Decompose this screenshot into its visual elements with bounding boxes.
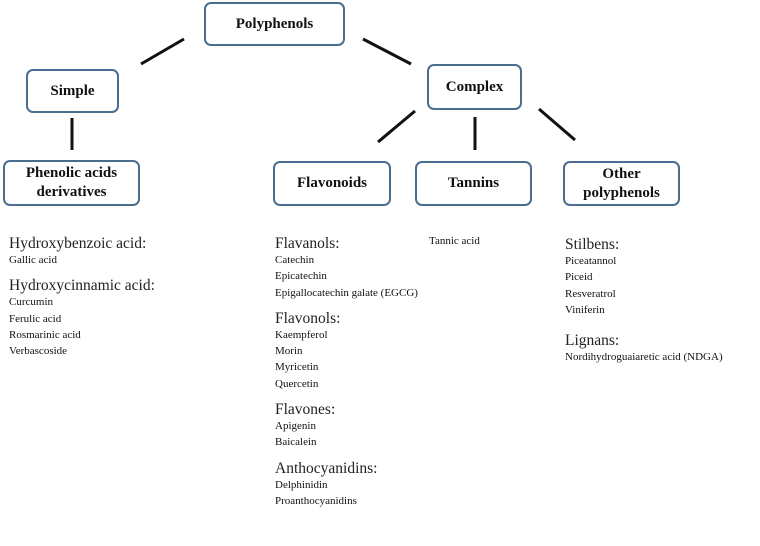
other-polyphenols-list: Stilbens: Piceatannol Piceid Resveratrol… — [565, 236, 723, 374]
group-hydroxycinnamic-acid: Hydroxycinnamic acid: Curcumin Ferulic a… — [9, 277, 155, 359]
node-flavonoids-label: Flavonoids — [296, 175, 368, 191]
group-title: Flavonols: — [275, 309, 341, 327]
list-item: Viniferin — [565, 303, 605, 316]
group-title: Flavanols: — [275, 235, 340, 252]
connector-complex-other — [538, 107, 576, 142]
group-title: Lignans: — [565, 332, 620, 350]
group-stilbens: Stilbens: Piceatannol Piceid Resveratrol… — [565, 236, 723, 318]
list-item: Proanthocyanidins — [275, 494, 357, 507]
group-title: Flavones: — [275, 401, 336, 419]
list-item: Piceatannol — [565, 255, 617, 267]
node-tannins-label: Tannins — [447, 175, 500, 191]
list-item: Nordihydroguaiaretic acid (NDGA) — [565, 351, 723, 364]
node-flavonoids: Flavonoids — [273, 161, 391, 206]
flavonoids-list: Flavanols: Catechin Epicatechin Epigallo… — [275, 235, 418, 518]
list-item: Epigallocatechin galate (EGCG) — [275, 286, 418, 299]
node-tannins: Tannins — [415, 161, 532, 206]
list-item: Quercetin — [275, 377, 319, 390]
list-item: Rosmarinic acid — [9, 328, 81, 341]
node-phenolic-acids-derivatives: Phenolic acids derivatives — [3, 160, 140, 206]
list-item: Epicatechin — [275, 270, 327, 283]
list-item: Gallic acid — [9, 254, 57, 266]
node-complex-label: Complex — [445, 78, 504, 95]
group-title: Anthocyanidins: — [275, 459, 378, 477]
node-other-polyphenols: Other polyphenols — [563, 161, 680, 206]
group-lignans: Lignans: Nordihydroguaiaretic acid (NDGA… — [565, 332, 723, 365]
connector-complex-flavonoids — [377, 109, 416, 144]
list-item: Baicalein — [275, 436, 317, 449]
list-item: Resveratrol — [565, 287, 616, 300]
group-flavones: Flavones: Apigenin Baicalein — [275, 401, 418, 451]
tannins-list-item: Tannic acid — [429, 235, 480, 247]
node-simple-label: Simple — [50, 82, 95, 99]
group-title: Stilbens: — [565, 236, 620, 253]
list-item: Morin — [275, 345, 303, 358]
group-anthocyanidins: Anthocyanidins: Delphinidin Proanthocyan… — [275, 460, 418, 510]
phenolic-acids-list: Hydroxybenzoic acid: Gallic acid Hydroxy… — [9, 235, 155, 368]
list-item: Myricetin — [275, 361, 319, 374]
node-complex: Complex — [427, 64, 522, 110]
connector-root-complex — [362, 37, 412, 66]
node-phenolic-acids-derivatives-label: Phenolic acids derivatives — [25, 165, 118, 200]
list-item: Apigenin — [275, 420, 316, 433]
list-item: Kaempferol — [275, 328, 328, 341]
group-flavanols: Flavanols: Catechin Epicatechin Epigallo… — [275, 235, 418, 301]
list-item: Piceid — [565, 271, 593, 284]
group-title: Hydroxycinnamic acid: — [9, 277, 155, 295]
list-item: Ferulic acid — [9, 312, 62, 325]
node-other-polyphenols-label: Other polyphenols — [583, 165, 660, 201]
group-hydroxybenzoic-acid: Hydroxybenzoic acid: Gallic acid — [9, 235, 155, 268]
connector-root-simple — [140, 37, 185, 66]
node-simple: Simple — [26, 69, 119, 113]
list-item: Curcumin — [9, 296, 53, 309]
list-item: Catechin — [275, 254, 315, 266]
group-flavonols: Flavonols: Kaempferol Morin Myricetin Qu… — [275, 310, 418, 392]
list-item: Delphinidin — [275, 478, 328, 491]
node-polyphenols-label: Polyphenols — [235, 15, 314, 32]
list-item: Verbascoside — [9, 345, 68, 358]
node-polyphenols: Polyphenols — [204, 2, 345, 46]
group-title: Hydroxybenzoic acid: — [9, 235, 147, 252]
